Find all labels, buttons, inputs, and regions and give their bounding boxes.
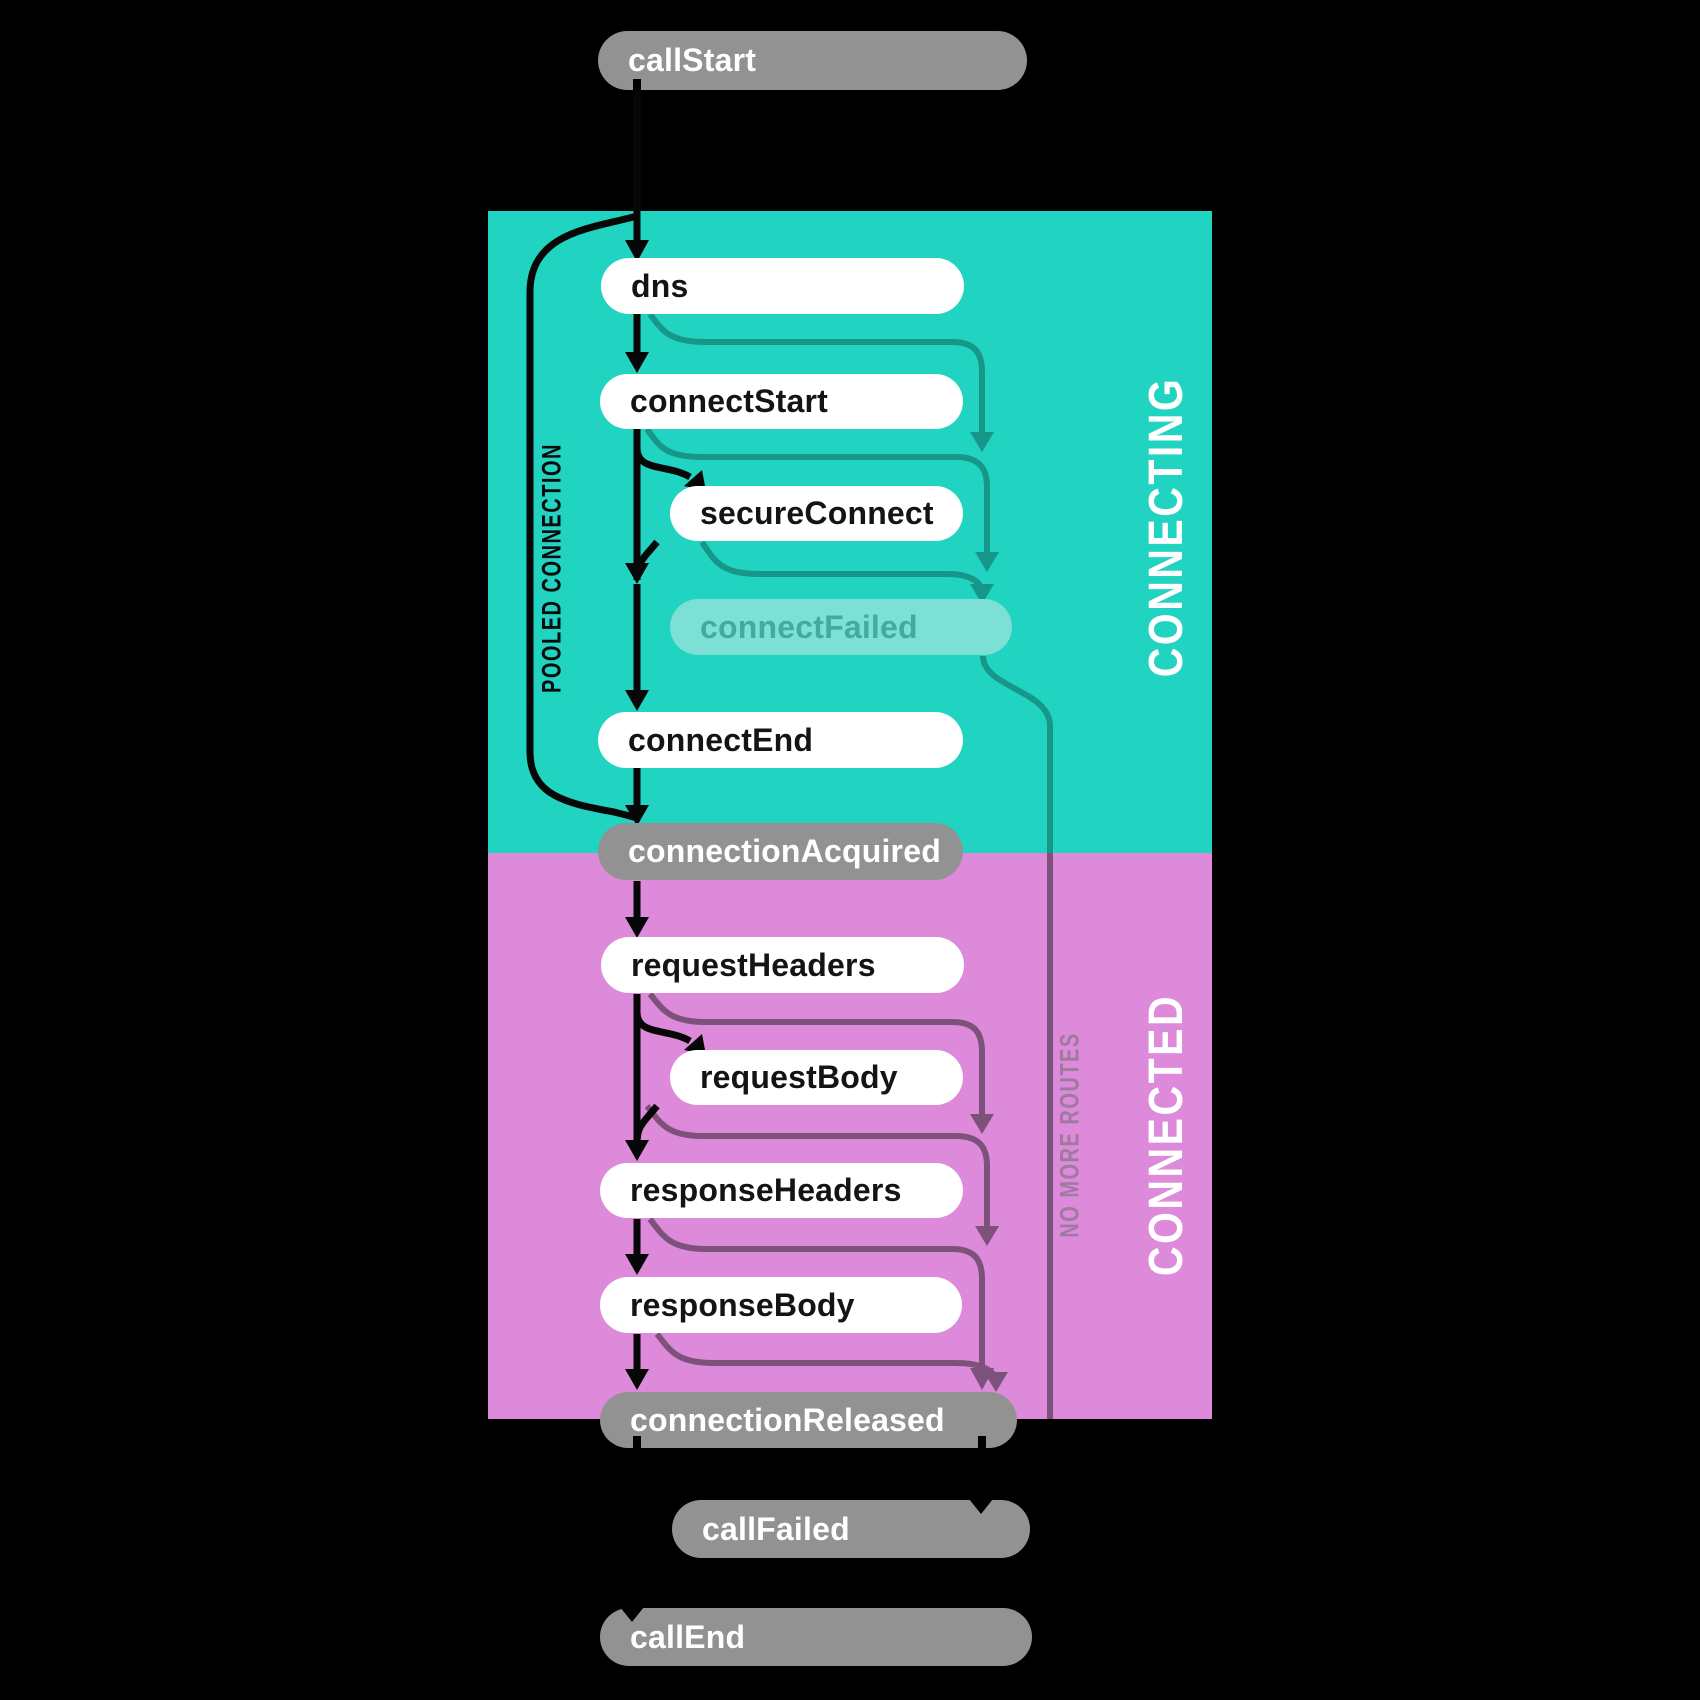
node-connectStart: connectStart (600, 374, 963, 429)
node-label: responseHeaders (630, 1172, 902, 1208)
flow-callstart-to-dns (625, 88, 649, 262)
flow-dns-to-connectstart (625, 314, 649, 373)
node-callFailed: callFailed (672, 1500, 1030, 1558)
node-responseBody: responseBody (600, 1277, 962, 1333)
flow-connectstart-to-secureconnect (633, 447, 706, 491)
requestheaders-failed-rail (647, 992, 994, 1134)
node-requestBody: requestBody (670, 1050, 963, 1105)
requestbody-failed-rail (644, 1104, 999, 1246)
flow-secureconnect-merge (633, 539, 660, 581)
node-label: callFailed (702, 1510, 850, 1547)
flow-requestbody-merge (633, 1103, 660, 1145)
node-requestHeaders: requestHeaders (601, 937, 964, 993)
node-label: callStart (628, 42, 757, 78)
flow-responseheaders-to-responsebody (625, 1219, 649, 1275)
node-callEnd: callEnd (600, 1608, 1032, 1666)
node-dns: dns (601, 258, 964, 314)
node-label: callEnd (630, 1618, 746, 1655)
dns-failed-rail (647, 312, 994, 452)
node-callStart: callStart (598, 31, 1027, 90)
responsebody-failed-rail (654, 1332, 1008, 1392)
node-connectionReleased: connectionReleased (600, 1392, 1017, 1448)
node-label: connectStart (630, 383, 828, 419)
node-connectionAcquired: connectionAcquired (598, 823, 963, 880)
flow-responsebody-to-connectionreleased (625, 1334, 649, 1390)
node-label: connectFailed (700, 608, 918, 645)
flow-pooled-connection (526, 212, 639, 822)
node-label: responseBody (630, 1286, 855, 1323)
node-label: requestHeaders (631, 946, 876, 983)
node-label: connectEnd (628, 721, 814, 758)
node-connectEnd: connectEnd (598, 712, 963, 768)
flow-connectend-to-connectionacquired (625, 768, 649, 826)
node-label: connectionReleased (630, 1401, 945, 1438)
flow-requestheaders-to-requestbody (633, 1011, 706, 1055)
node-responseHeaders: responseHeaders (600, 1163, 963, 1218)
node-label: dns (631, 267, 689, 304)
node-label: secureConnect (700, 495, 934, 531)
node-connectFailed: connectFailed (670, 599, 1012, 655)
no-more-routes-line (980, 655, 1053, 1419)
flow-connectionacquired-to-requestheaders (625, 881, 649, 938)
node-label: requestBody (700, 1059, 898, 1095)
secureconnect-failed-rail (699, 540, 994, 604)
node-secureConnect: secureConnect (670, 486, 963, 541)
node-label: connectionAcquired (628, 833, 941, 869)
connectstart-failed-rail (644, 427, 999, 572)
